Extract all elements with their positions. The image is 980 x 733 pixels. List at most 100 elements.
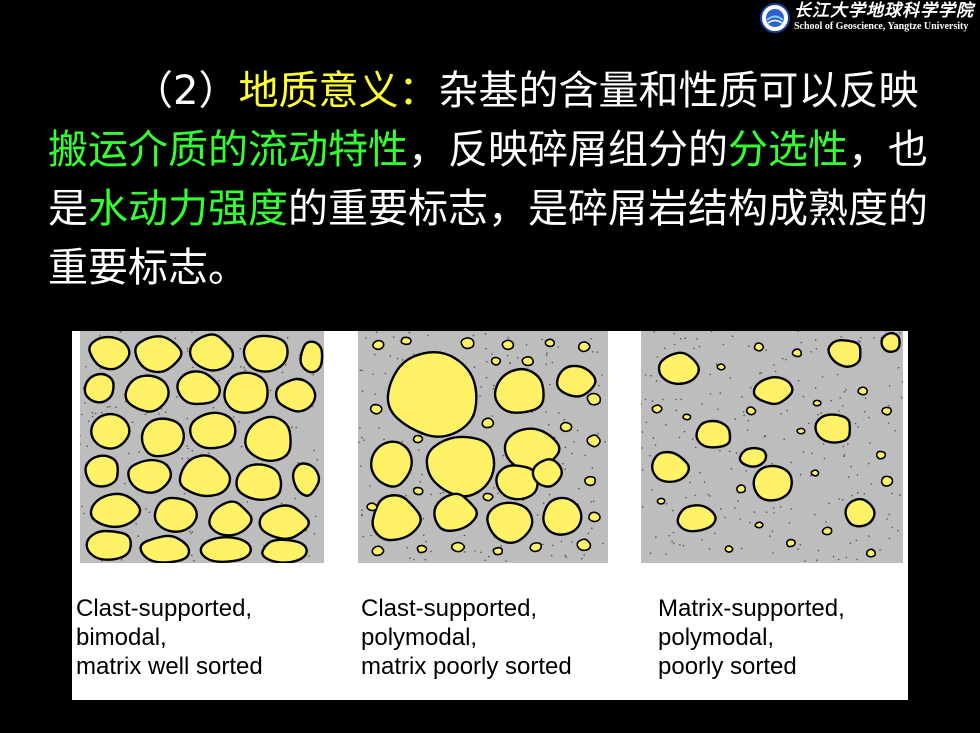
matrix-dot: [730, 468, 733, 470]
matrix-dot: [856, 558, 858, 561]
matrix-dot: [360, 465, 362, 467]
matrix-dot: [693, 347, 695, 350]
matrix-dot: [597, 432, 599, 435]
matrix-dot: [193, 560, 195, 562]
matrix-dot: [765, 511, 768, 513]
matrix-dot: [773, 512, 775, 514]
matrix-dot: [542, 502, 545, 505]
caption-clast-polymodal: Clast-supported, polymodal, matrix poorl…: [361, 594, 572, 681]
caption-line-2: polymodal,: [658, 624, 775, 651]
matrix-dot: [897, 366, 900, 369]
matrix-dot: [422, 517, 425, 520]
matrix-dot: [187, 447, 189, 450]
matrix-dot: [484, 559, 487, 561]
matrix-dot: [741, 396, 743, 398]
matrix-dot: [358, 441, 360, 444]
matrix-dot: [772, 552, 774, 554]
large-grain: [299, 340, 324, 374]
matrix-dot: [673, 343, 676, 346]
large-grain: [134, 335, 183, 374]
large-grain: [274, 377, 317, 413]
matrix-dot: [821, 376, 824, 378]
matrix-dot: [571, 452, 573, 455]
matrix-dot: [562, 462, 564, 465]
matrix-dot: [124, 400, 127, 403]
matrix-dot: [101, 412, 103, 414]
matrix-dot: [843, 391, 846, 393]
matrix-dot: [120, 558, 123, 561]
matrix-dot: [269, 389, 272, 392]
matrix-dot: [873, 337, 875, 339]
small-grain: [501, 339, 515, 351]
highlight-flow-property: 搬运介质的流动特性: [48, 127, 408, 173]
matrix-dot: [864, 410, 866, 413]
matrix-dot: [591, 467, 594, 469]
matrix-dot: [650, 374, 652, 377]
matrix-dot: [212, 406, 215, 409]
matrix-dot: [811, 452, 813, 455]
large-grain: [495, 464, 539, 501]
matrix-dot: [389, 355, 392, 357]
small-grain: [577, 341, 591, 353]
matrix-dot: [584, 454, 586, 457]
matrix-dot: [699, 471, 701, 474]
matrix-dot: [297, 462, 299, 464]
matrix-dot: [847, 476, 850, 478]
matrix-dot: [653, 331, 656, 333]
matrix-dot: [651, 488, 653, 491]
matrix-dot: [790, 461, 792, 464]
caption-line-3: matrix poorly sorted: [361, 653, 572, 680]
small-grain: [412, 434, 424, 444]
matrix-dot: [479, 395, 481, 397]
matrix-dot: [422, 534, 425, 536]
matrix-dot: [850, 465, 852, 468]
matrix-dot: [313, 533, 316, 535]
matrix-dot: [552, 544, 554, 547]
matrix-dot: [218, 380, 220, 382]
matrix-dot: [601, 374, 603, 376]
matrix-dot: [591, 527, 593, 530]
matrix-dot: [749, 521, 751, 524]
matrix-dot: [888, 537, 891, 540]
matrix-dot: [869, 442, 871, 444]
matrix-dot: [790, 508, 793, 510]
matrix-dot: [720, 508, 722, 510]
matrix-dot: [160, 408, 163, 410]
matrix-dot: [886, 518, 888, 520]
matrix-dot: [442, 491, 444, 494]
matrix-dot: [583, 554, 585, 556]
matrix-dot: [314, 515, 317, 518]
small-grain: [875, 450, 887, 460]
matrix-dot: [174, 337, 176, 340]
matrix-dot: [731, 335, 734, 337]
matrix-dot: [91, 415, 94, 418]
matrix-dot: [642, 469, 644, 471]
panel-clast-polymodal: [358, 331, 608, 563]
matrix-dot: [576, 429, 579, 432]
matrix-dot: [80, 443, 81, 445]
matrix-dot: [802, 451, 805, 453]
matrix-dot: [290, 426, 293, 428]
matrix-dot: [843, 454, 846, 456]
clast-polymodal-illustration: [358, 331, 608, 563]
matrix-dot: [753, 511, 756, 513]
matrix-dot: [571, 541, 573, 543]
matrix-dot: [774, 370, 777, 373]
matrix-dot: [590, 338, 592, 340]
matrix-dot: [439, 492, 442, 495]
matrix-dot: [592, 500, 595, 502]
matrix-dot: [887, 422, 890, 424]
matrix-dot: [115, 406, 117, 409]
matrix-dot: [106, 406, 109, 408]
matrix-dot: [548, 493, 551, 496]
matrix-dot: [765, 349, 768, 351]
matrix-dot: [860, 337, 862, 339]
matrix-dot: [864, 397, 867, 399]
small-grain: [371, 545, 385, 557]
matrix-dot: [183, 492, 186, 495]
matrix-dot: [813, 513, 816, 516]
matrix-dot: [849, 542, 852, 544]
matrix-dot: [94, 412, 97, 415]
matrix-dot: [825, 521, 827, 523]
matrix-dot: [717, 408, 719, 410]
